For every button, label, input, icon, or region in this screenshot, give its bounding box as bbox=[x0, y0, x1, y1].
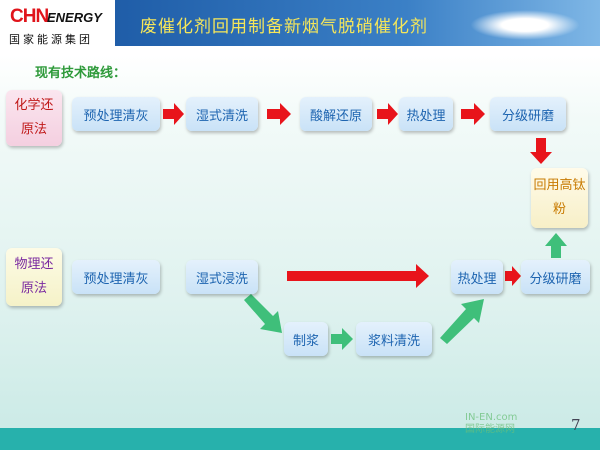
chem-step-4: 热处理 bbox=[399, 97, 453, 131]
physical-method-label: 物理还原法 bbox=[6, 248, 62, 306]
phys-step-4: 分级研磨 bbox=[521, 260, 590, 294]
red-arrow-icon bbox=[163, 103, 184, 125]
slide-title: 废催化剂回用制备新烟气脱硝催化剂 bbox=[140, 17, 428, 37]
red-arrow-icon bbox=[267, 103, 291, 125]
chem-step-1: 预处理清灰 bbox=[72, 97, 160, 131]
phys-step-1: 预处理清灰 bbox=[72, 260, 160, 294]
red-arrow-icon bbox=[461, 103, 485, 125]
title-banner bbox=[115, 0, 600, 46]
logo-chn: CHN bbox=[10, 6, 49, 27]
green-arrow-icon bbox=[331, 328, 353, 350]
header: CHN ENERGY 国家能源集团 废催化剂回用制备新烟气脱硝催化剂 bbox=[0, 0, 600, 50]
result-box: 回用高钛粉 bbox=[531, 168, 588, 228]
subtitle: 现有技术路线： bbox=[35, 66, 127, 81]
cloud-image bbox=[470, 10, 580, 40]
green-arrow-diag-icon bbox=[440, 299, 484, 344]
logo-energy: ENERGY bbox=[47, 10, 102, 25]
chem-step-2: 湿式清洗 bbox=[186, 97, 258, 131]
chemical-method-label: 化学还原法 bbox=[6, 90, 62, 146]
branch-step-1: 制浆 bbox=[284, 322, 328, 356]
green-arrow-diag-icon bbox=[244, 294, 282, 333]
red-arrow-icon bbox=[505, 266, 521, 286]
logo-cn: 国家能源集团 bbox=[9, 33, 93, 46]
red-arrow-long-icon bbox=[287, 264, 429, 288]
phys-step-2: 湿式浸洗 bbox=[186, 260, 258, 294]
red-arrow-icon bbox=[377, 103, 398, 125]
green-arrow-up-icon bbox=[545, 233, 567, 258]
page-number: 7 bbox=[571, 416, 581, 434]
branch-step-2: 浆料清洗 bbox=[356, 322, 432, 356]
chem-step-5: 分级研磨 bbox=[490, 97, 566, 131]
logo: CHN ENERGY 国家能源集团 bbox=[0, 0, 115, 50]
chem-step-3: 酸解还原 bbox=[300, 97, 372, 131]
footer-band bbox=[0, 428, 600, 450]
red-arrow-down-icon bbox=[530, 138, 552, 164]
phys-step-3: 热处理 bbox=[451, 260, 503, 294]
